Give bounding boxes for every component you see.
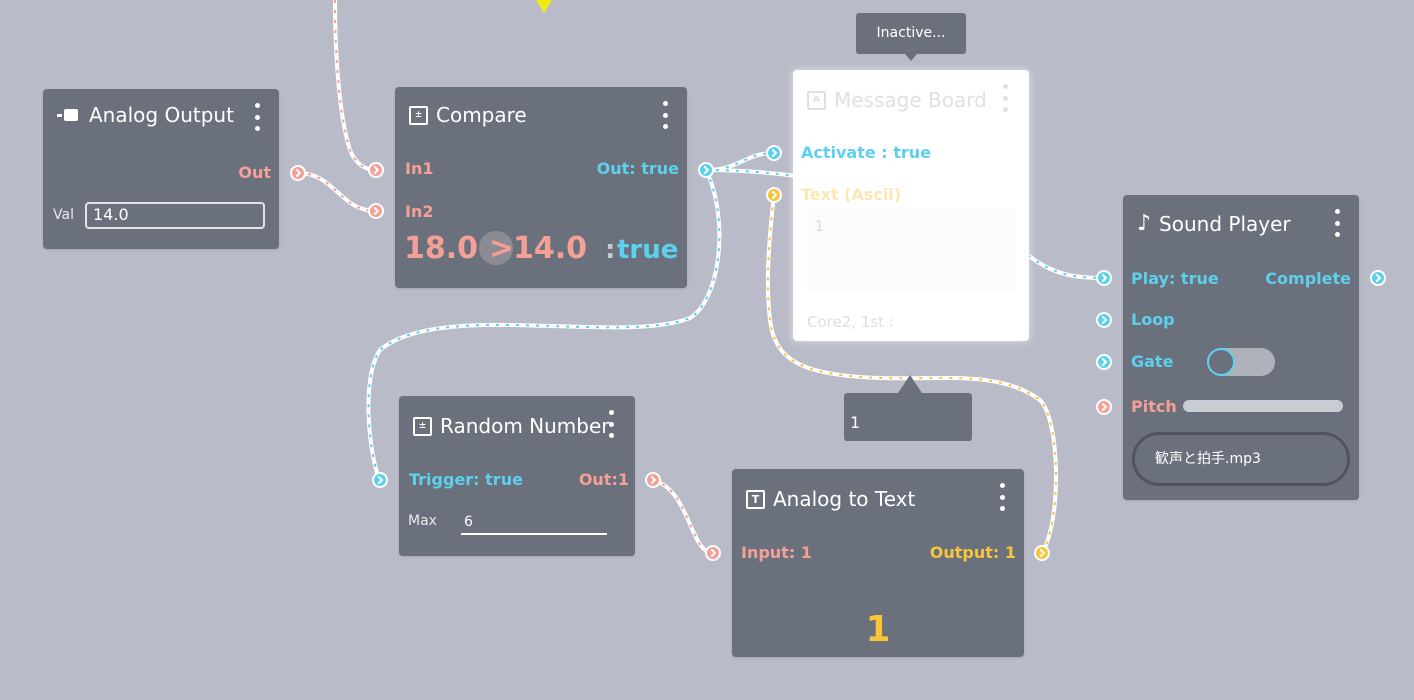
compare-in1-port[interactable]: [368, 162, 384, 178]
sound-player-gate-toggle[interactable]: [1207, 348, 1275, 376]
sound-player-loop-port[interactable]: [1096, 312, 1112, 328]
calculator-icon: ±: [413, 416, 432, 436]
analog-to-text-input-port[interactable]: [705, 545, 721, 561]
sound-player-play-label: Play: true: [1131, 269, 1219, 288]
message-board-text-port[interactable]: [766, 187, 782, 203]
random-number-max-label: Max: [408, 513, 437, 529]
random-number-max-value: 6: [464, 514, 473, 530]
message-board-text-area[interactable]: 1: [807, 209, 1015, 291]
random-number-node[interactable]: ± Random Number Trigger: true Out:1 Max …: [399, 396, 635, 556]
compare-in1-label: In1: [405, 159, 434, 178]
analog-output-val-value: 14.0: [93, 205, 129, 224]
random-number-title-text: Random Number: [440, 414, 610, 438]
random-number-trigger-port[interactable]: [372, 472, 388, 488]
analog-to-text-input-label: Input: 1: [741, 543, 812, 562]
compare-right-value: 14.0: [513, 231, 588, 266]
analog-to-text-value: 1: [865, 609, 891, 650]
message-board-tooltip-arrow: [905, 54, 917, 61]
music-note-icon: ♪: [1137, 211, 1152, 236]
sound-player-node[interactable]: ♪ Sound Player Play: true Complete Loop …: [1123, 195, 1359, 500]
analog-to-text-output-label: Output: 1: [929, 543, 1016, 562]
analog-output-out-port[interactable]: [290, 165, 306, 181]
analog-to-text-title-text: Analog to Text: [773, 487, 916, 511]
wire-value-tooltip: 1: [844, 393, 972, 441]
analog-to-text-title: T Analog to Text: [746, 487, 915, 511]
compare-out-port[interactable]: [698, 162, 714, 178]
analog-output-node[interactable]: Analog Output Out Val 14.0: [43, 89, 279, 249]
message-board-activate-port[interactable]: [766, 145, 782, 161]
analog-output-val-input[interactable]: 14.0: [85, 202, 265, 229]
text-icon: T: [746, 489, 765, 509]
analog-output-out-label: Out: [238, 163, 271, 182]
compare-result-separator: :: [605, 235, 616, 265]
message-board-title-text: Message Board: [834, 88, 987, 112]
sound-player-complete-port[interactable]: [1370, 270, 1386, 286]
random-number-max-input[interactable]: 6: [461, 513, 607, 535]
message-board-node[interactable]: A Message Board Activate : true Text (As…: [793, 70, 1029, 341]
compare-out-label: Out: true: [596, 159, 679, 178]
wire-value-tooltip-text: 1: [850, 413, 861, 432]
message-board-tooltip-text: Inactive...: [876, 25, 946, 41]
message-board-text-value: 1: [815, 219, 824, 235]
random-number-title: ± Random Number: [413, 414, 610, 438]
analog-output-icon: [57, 108, 81, 122]
wire-value-tooltip-arrow: [898, 375, 922, 393]
sound-player-pitch-label: Pitch: [1131, 397, 1177, 416]
compare-menu-button[interactable]: [655, 101, 675, 129]
sound-player-gate-port[interactable]: [1096, 354, 1112, 370]
sound-player-gate-label: Gate: [1131, 352, 1174, 371]
message-board-text-label: Text (Ascii): [801, 185, 902, 204]
sound-player-complete-label: Complete: [1265, 269, 1351, 288]
random-number-out-label: Out:1: [578, 470, 629, 489]
sound-player-play-port[interactable]: [1096, 270, 1112, 286]
analog-to-text-node[interactable]: T Analog to Text Input: 1 Output: 1 1: [732, 469, 1024, 657]
compare-left-value: 18.0: [404, 231, 479, 266]
message-board-activate-label: Activate : true: [801, 143, 932, 162]
compare-in2-label: In2: [405, 202, 434, 221]
analog-to-text-output-port[interactable]: [1034, 545, 1050, 561]
analog-output-val-label: Val: [53, 207, 74, 223]
compare-operator: >: [489, 231, 515, 266]
sound-player-file-name: 歓声と拍手.mp3: [1155, 451, 1261, 467]
compare-in2-port[interactable]: [368, 203, 384, 219]
message-board-title: A Message Board: [807, 88, 987, 112]
random-number-trigger-label: Trigger: true: [409, 470, 523, 489]
analog-output-title-text: Analog Output: [89, 103, 234, 127]
calculator-icon: ±: [409, 105, 428, 125]
message-board-menu-button[interactable]: [995, 84, 1015, 112]
random-number-menu-button[interactable]: [601, 410, 621, 438]
sound-player-pitch-port[interactable]: [1096, 399, 1112, 415]
compare-node[interactable]: ± Compare In1 In2 Out: true 18.0 > 14.0 …: [395, 87, 687, 288]
sound-player-loop-label: Loop: [1131, 310, 1175, 329]
sound-player-gate-knob: [1207, 348, 1235, 376]
compare-result: true: [617, 235, 679, 265]
sound-player-title: ♪ Sound Player: [1137, 211, 1291, 236]
compare-title-text: Compare: [436, 103, 527, 127]
sound-player-menu-button[interactable]: [1327, 209, 1347, 237]
analog-to-text-menu-button[interactable]: [992, 483, 1012, 511]
sound-player-title-text: Sound Player: [1159, 211, 1291, 236]
random-number-out-port[interactable]: [645, 472, 661, 488]
message-board-icon: A: [807, 90, 826, 110]
sound-player-file-button[interactable]: 歓声と拍手.mp3: [1132, 432, 1350, 486]
message-board-tooltip: Inactive...: [856, 13, 966, 54]
analog-output-menu-button[interactable]: [247, 103, 267, 131]
compare-operator-bubble: [479, 231, 513, 265]
analog-output-title: Analog Output: [57, 103, 234, 127]
message-board-footer: Core2, 1st :: [807, 313, 894, 331]
sound-player-pitch-slider[interactable]: [1183, 400, 1343, 412]
compare-title: ± Compare: [409, 103, 527, 127]
